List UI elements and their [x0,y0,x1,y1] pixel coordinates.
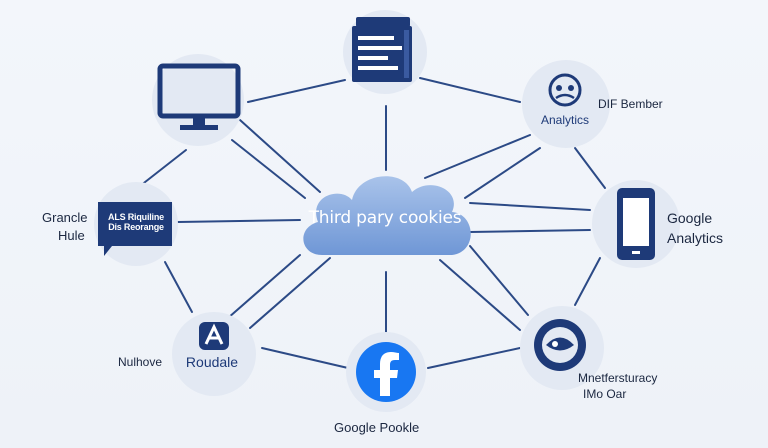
document-icon [352,17,412,82]
phone-icon [617,188,655,260]
analytics-inner-label: Analytics [540,113,590,127]
edge-monitor-doc [247,79,346,103]
tracker-logo-icon [534,319,586,371]
sign-side-label-1: Grancle [42,210,88,225]
analytics-side-label: DIF Bember [598,97,663,111]
edge-cloud-tracker [469,245,529,316]
edge-cloud-roudale2 [249,257,331,329]
edge-monitor-sign [139,149,187,187]
edge-sign-cloud [177,219,301,223]
edge-analytics-cloud2 [464,147,541,199]
edge-sign-roudale [164,261,193,313]
edge-cloud-tracker2 [439,259,521,331]
edge-facebook-tracker [427,347,521,369]
edge-doc-analytics [419,77,521,103]
google-analytics-label-2: Analytics [667,230,724,246]
cloud-shape [303,176,471,255]
roudale-inner-label: Roudale [185,354,239,370]
edge-monitor-cloud2 [231,139,306,199]
edge-phone-tracker [574,257,601,306]
edge-roudale-facebook [261,347,349,369]
analytics-face-icon [548,73,582,107]
edge-cloud-roudale [227,254,301,319]
sign-bubble-icon [98,202,172,256]
edge-cloud-phone [469,202,591,211]
tracker-label-2: IMo Oar [583,387,627,401]
monitor-node [152,54,244,146]
roudale-side-label: Nulhove [118,355,163,369]
sign-bubble-text: ALS Riquiline Dis Reorange [104,212,168,232]
edges [139,77,606,369]
edge-analytics-cloud [424,134,531,179]
roudale-logo-icon [199,322,229,350]
edge-cloud-phone2 [469,229,591,233]
monitor-icon [157,63,241,130]
tracker-label-1: Mnetfersturacy [578,371,658,385]
sign-line-2: Dis Reorange [108,222,164,232]
roudale-node [172,312,256,396]
facebook-bottom-label: Google Pookle [334,420,420,435]
edge-analytics-phone [574,147,606,189]
google-analytics-label-1: Google [667,210,713,226]
center-cloud-label: Third pary cookies [308,208,462,228]
edge-monitor-cloud [239,119,321,193]
facebook-icon [356,342,416,402]
sign-side-label-2: Hule [58,228,85,243]
sign-line-1: ALS Riquiline [108,212,164,222]
